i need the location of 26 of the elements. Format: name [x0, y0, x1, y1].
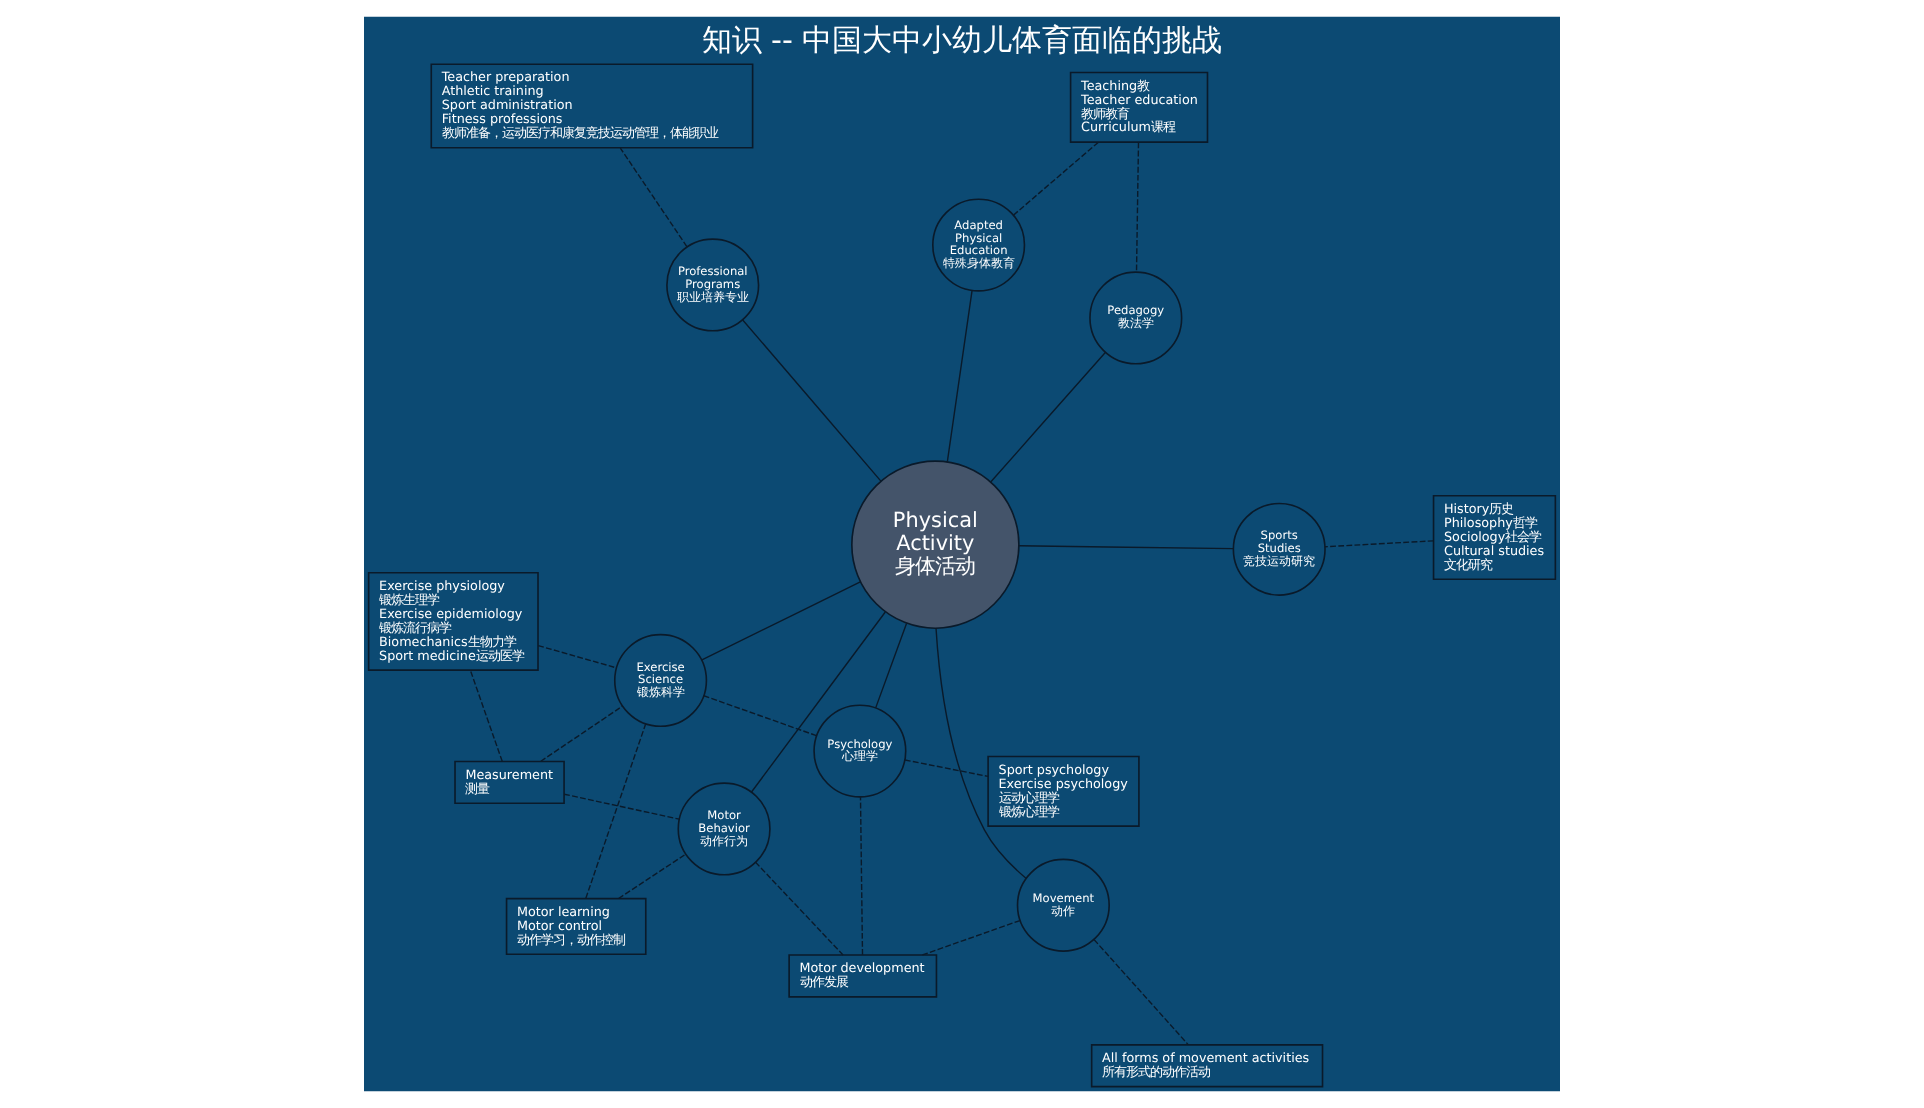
connector — [1093, 939, 1189, 1046]
connector — [875, 622, 908, 709]
connector — [701, 581, 861, 661]
connector — [540, 705, 624, 762]
connector — [703, 695, 818, 737]
connector — [750, 611, 886, 793]
connector — [742, 319, 882, 482]
connector — [1324, 540, 1435, 548]
connector — [904, 759, 989, 778]
connector — [537, 644, 618, 669]
connector — [1012, 141, 1099, 216]
connector — [946, 289, 973, 463]
connector — [563, 793, 680, 820]
connector — [1135, 141, 1140, 273]
connector — [585, 723, 647, 899]
connector — [754, 861, 844, 956]
connector — [935, 627, 1027, 879]
node-circle: Physical Activity 身体活动 — [851, 460, 1020, 629]
connector — [1018, 545, 1234, 550]
diagram-title: 知识 -- 中国大中小幼儿体育面临的挑战 — [701, 22, 1223, 59]
connector — [469, 669, 503, 763]
connector — [990, 351, 1106, 483]
connector — [921, 919, 1021, 956]
connector — [617, 853, 687, 900]
connector — [619, 147, 688, 248]
connector — [859, 796, 864, 956]
